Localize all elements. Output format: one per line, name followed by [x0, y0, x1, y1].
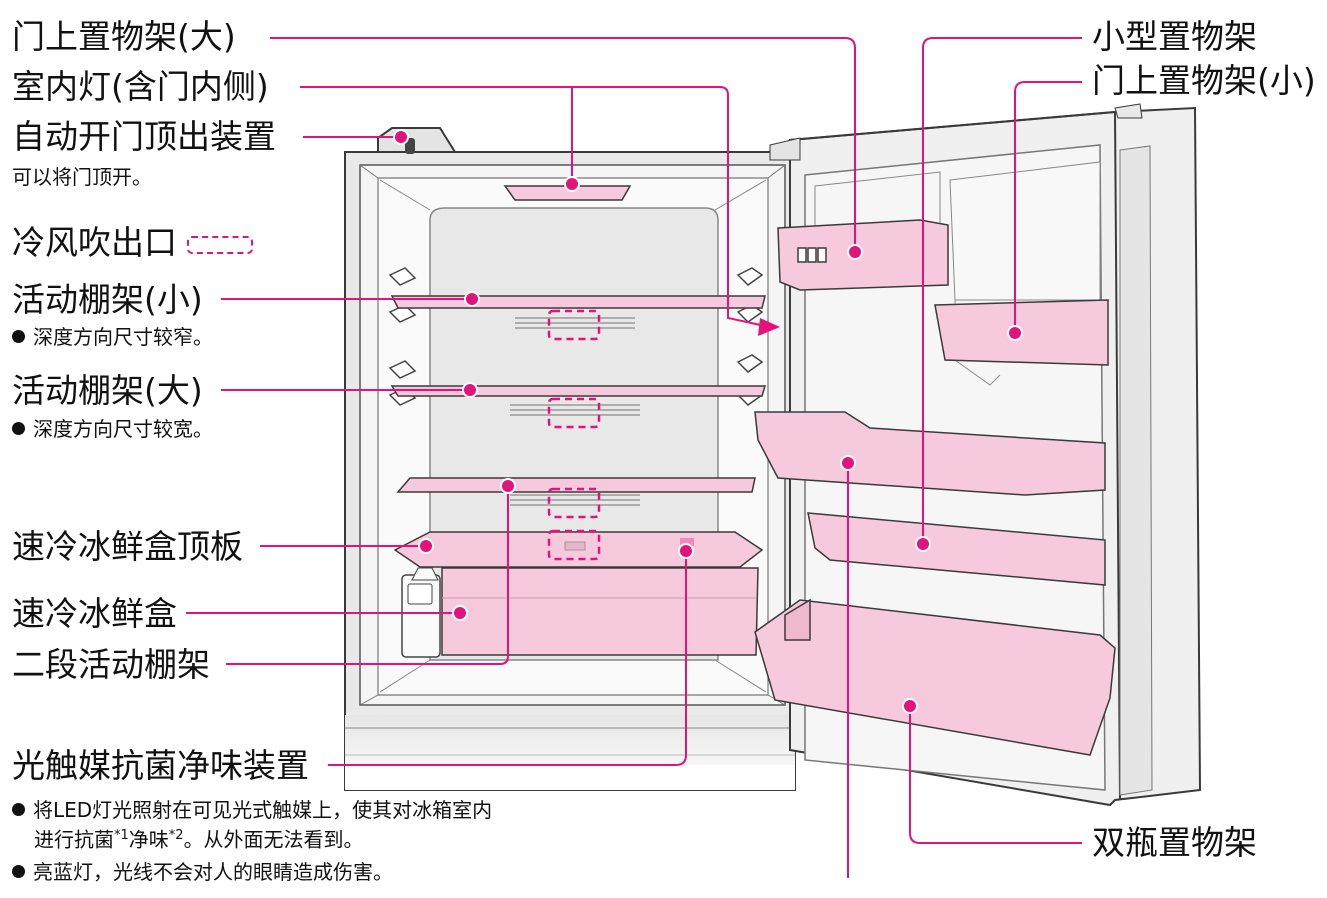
label-quick-freeze-top: 速冷冰鲜盒顶板 — [12, 527, 243, 566]
door-bins — [754, 219, 1116, 756]
callout-lines — [186, 37, 1082, 878]
label-double-bottle-rack: 双瓶置物架 — [1092, 823, 1257, 862]
label-door-shelf-large: 门上置物架(大) — [12, 17, 236, 56]
note-sup-1: *1 — [114, 828, 129, 843]
quick-freeze-box-shape — [441, 567, 759, 656]
label-quick-freeze-box: 速冷冰鲜盒 — [12, 594, 177, 633]
shelves — [390, 295, 767, 568]
note-line-3: 亮蓝灯，光线不会对人的眼睛造成伤害。 — [12, 862, 393, 882]
label-movable-shelf-large-desc: 深度方向尺寸较宽。 — [12, 419, 213, 439]
note-line-2: 进行抗菌*1净味*2。从外面无法看到。 — [34, 829, 364, 850]
note-line-2-a: 进行抗菌 — [34, 827, 114, 852]
label-photocatalyst-device: 光触媒抗菌净味装置 — [12, 746, 309, 785]
label-door-shelf-small: 门上置物架(小) — [1092, 61, 1316, 100]
label-interior-light: 室内灯(含门内侧) — [12, 67, 269, 106]
note-sup-2: *2 — [168, 828, 184, 843]
cold-air-outlets — [547, 309, 601, 561]
note-line-2-c: 。从外面无法看到。 — [183, 827, 364, 852]
label-auto-door-opener-desc: 可以将门顶开。 — [12, 165, 152, 189]
water-tank — [401, 567, 441, 658]
interior-light-fixture — [503, 185, 632, 201]
label-two-stage-shelf: 二段活动棚架 — [12, 645, 210, 684]
note-line-1: 将LED灯光照射在可见光式触媒上，使其对冰箱室内 — [12, 800, 492, 820]
vent-grilles — [510, 317, 640, 506]
shelf-brackets — [388, 267, 764, 406]
label-cold-air-outlet: 冷风吹出口 — [12, 226, 253, 259]
label-movable-shelf-small-desc: 深度方向尺寸较窄。 — [12, 327, 213, 347]
label-movable-shelf-small: 活动棚架(小) — [12, 280, 203, 319]
dashed-legend-box — [187, 235, 253, 254]
cold-air-outlet-text: 冷风吹出口 — [12, 223, 177, 262]
label-movable-shelf-large: 活动棚架(大) — [12, 371, 203, 410]
label-auto-door-opener: 自动开门顶出装置 — [12, 117, 276, 156]
label-small-rack: 小型置物架 — [1092, 17, 1257, 56]
light-arrow — [758, 318, 780, 336]
callout-dots — [393, 129, 1023, 714]
note-line-2-b: 净味 — [128, 827, 169, 852]
